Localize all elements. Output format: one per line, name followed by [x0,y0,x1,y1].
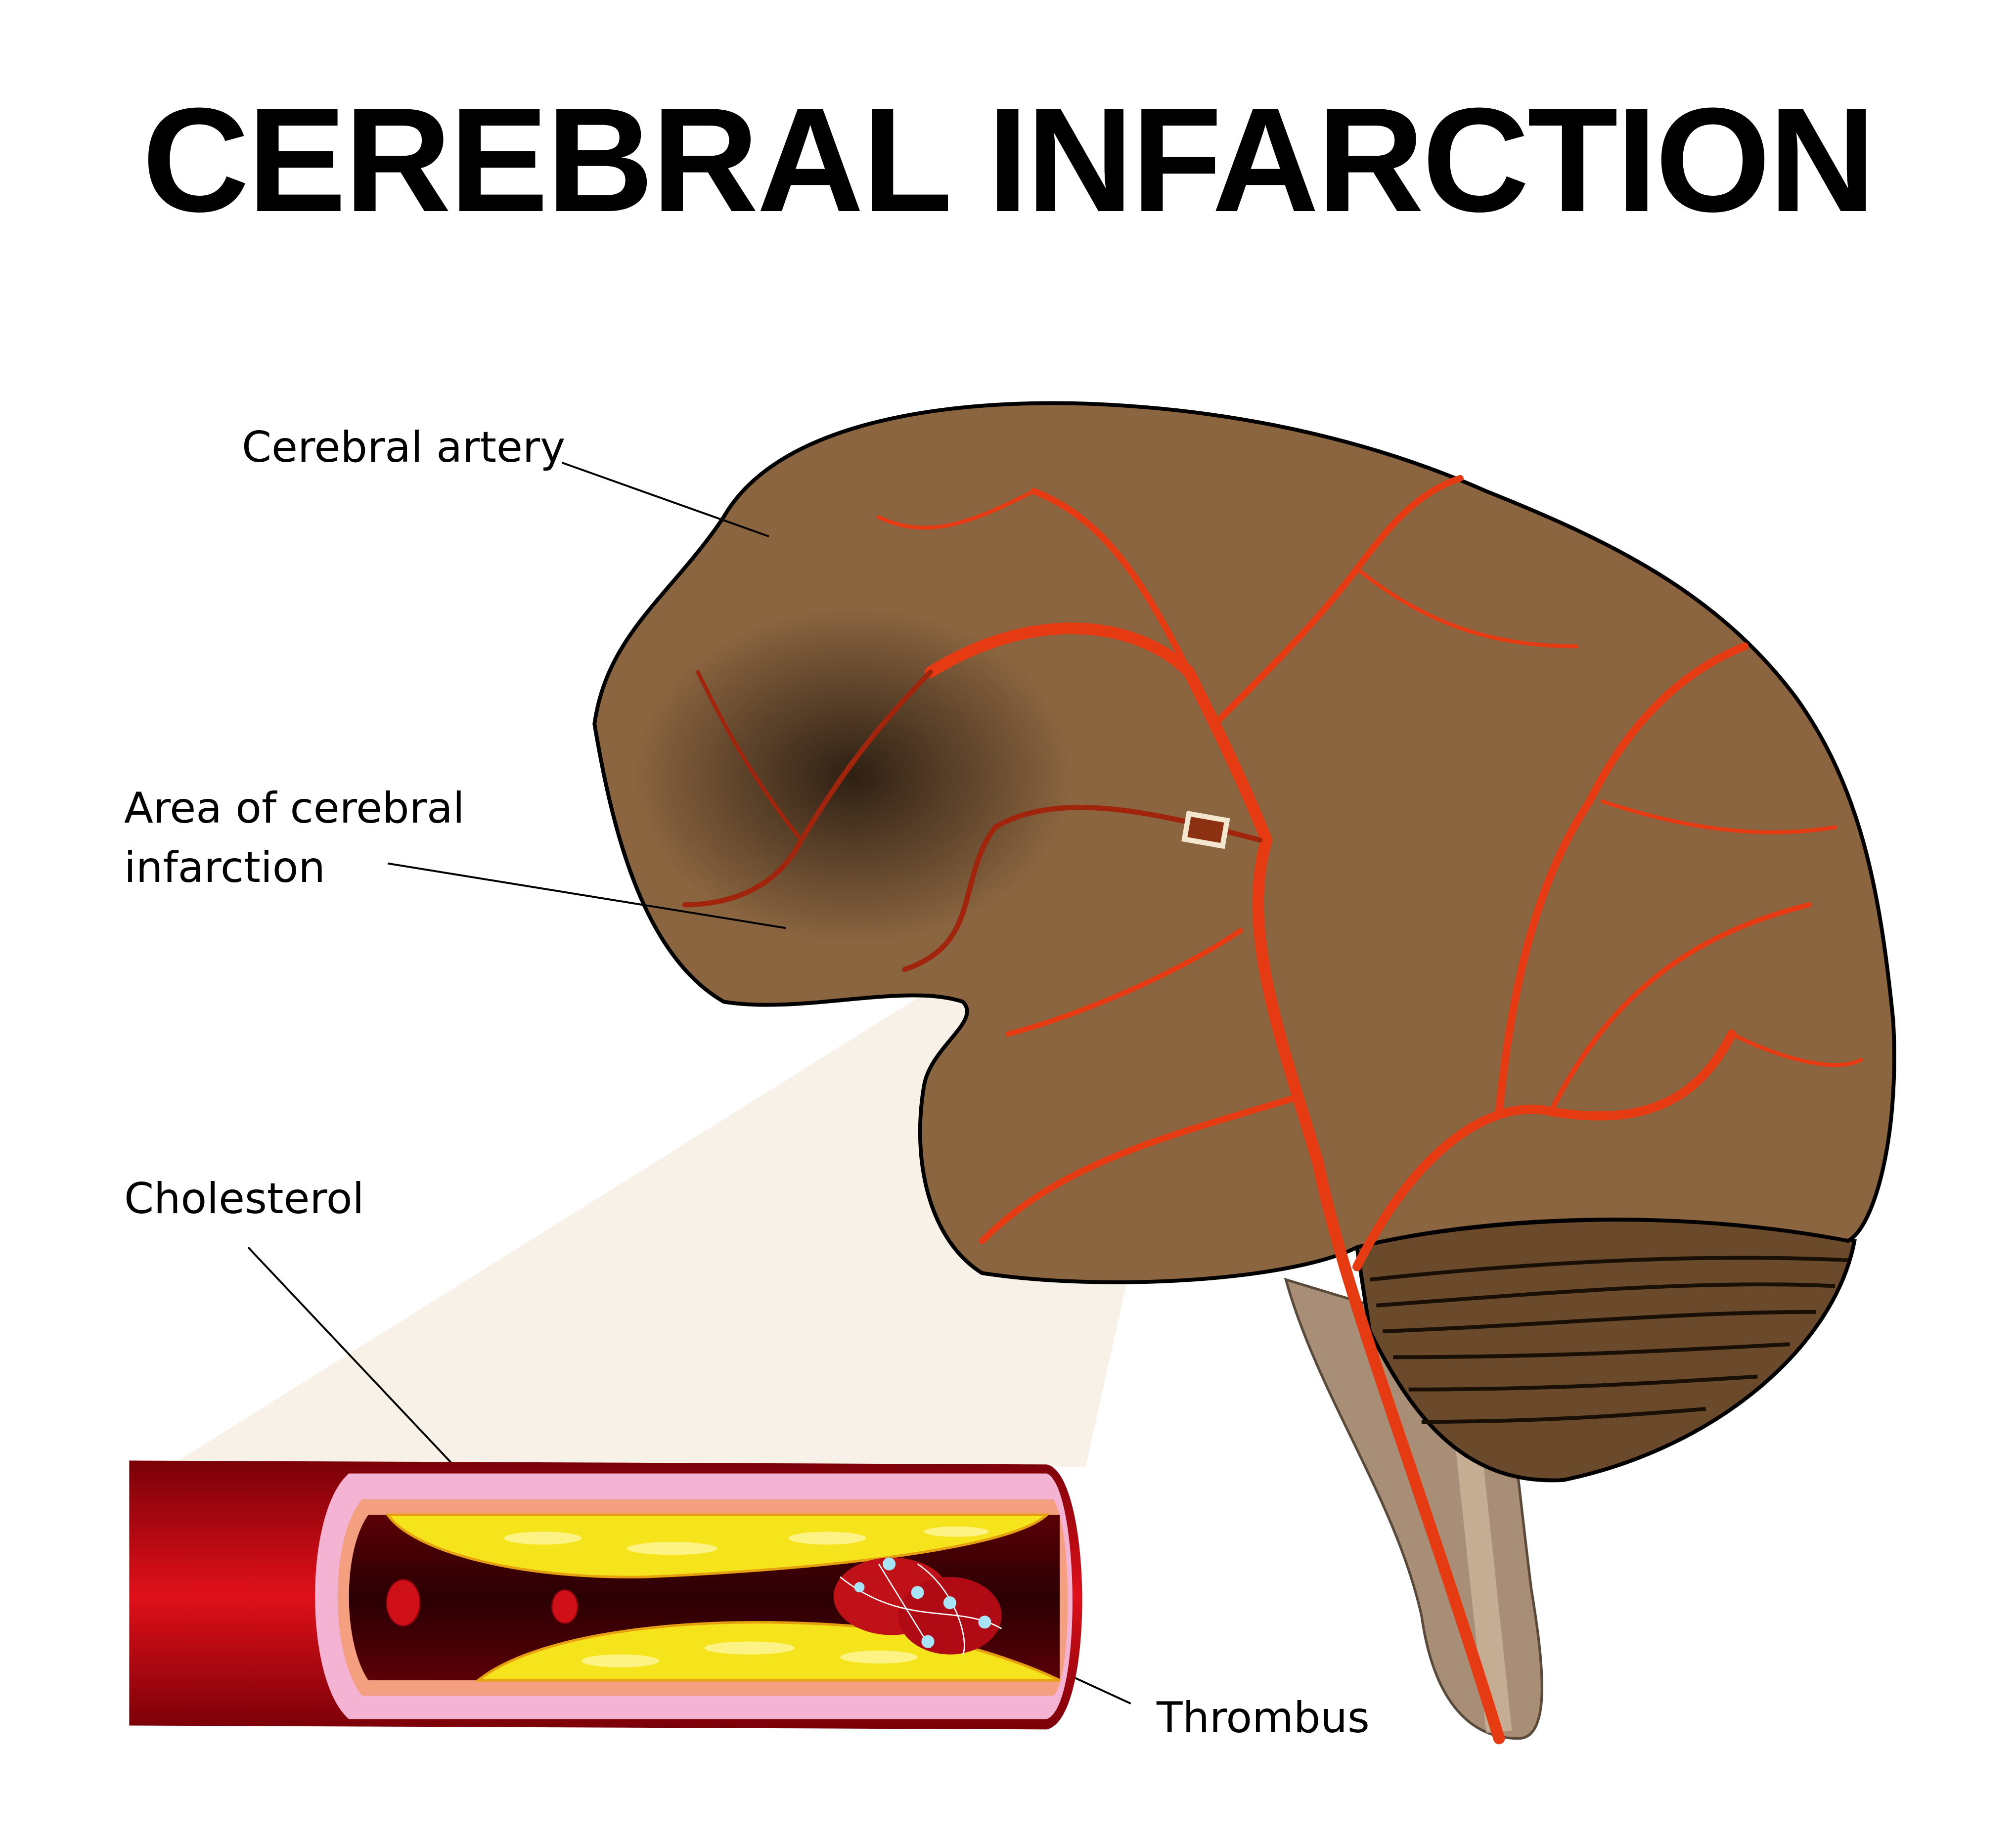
label-cerebral-artery: Cerebral artery [242,423,566,472]
artery-cross-section [129,1460,1082,1730]
cerebral-arteries [682,475,1863,1745]
cholesterol-plaque-top [385,1513,1050,1578]
label-infarction-line1: Area of cerebral [124,784,465,833]
label-cholesterol: Cholesterol [124,1174,364,1224]
occlusion-site-marker [1181,810,1230,849]
page-title: CEREBRAL INFARCTION [142,77,1876,243]
label-thrombus: Thrombus [1157,1693,1370,1743]
red-blood-cell [551,1589,579,1624]
infarction-area [633,607,1073,944]
thrombus-clot [833,1557,1002,1655]
red-blood-cell [386,1578,421,1627]
label-infarction-line2: infarction [124,843,325,892]
